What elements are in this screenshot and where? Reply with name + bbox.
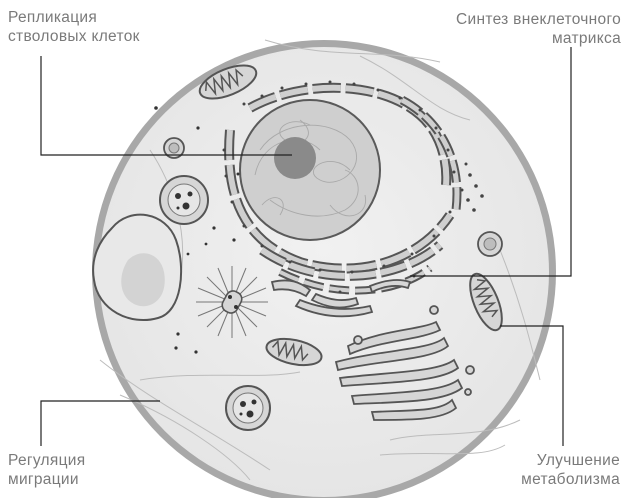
label-line: Синтез внеклеточного [456,10,621,29]
nucleus [240,100,380,240]
label-line: матрикса [456,29,621,48]
label-ecm-synthesis: Синтез внеклеточного матрикса [456,10,621,48]
label-metabolism-improvement: Улучшение метаболизма [521,451,620,489]
lysosome-lower [226,386,270,430]
label-migration-regulation: Регуляция миграции [8,451,85,489]
label-line: стволовых клеток [8,27,140,46]
label-line: Репликация [8,8,140,27]
label-line: Регуляция [8,451,85,470]
label-line: Улучшение [521,451,620,470]
nucleolus [274,137,316,179]
lysosome-upper [160,176,208,224]
label-line: миграции [8,470,85,489]
label-stem-cell-replication: Репликация стволовых клеток [8,8,140,46]
label-line: метаболизма [521,470,620,489]
